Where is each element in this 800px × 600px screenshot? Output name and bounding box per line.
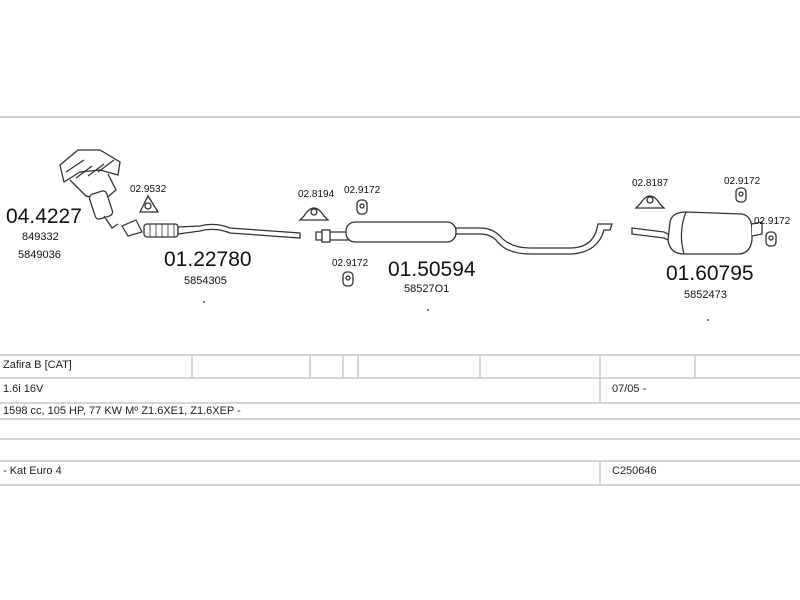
model-label: Zafira B [CAT] xyxy=(3,359,72,371)
fitting-number: 02.9172 xyxy=(754,216,791,227)
fitting-number: 02.8187 xyxy=(632,178,669,189)
catalog-code: C250646 xyxy=(612,465,657,477)
spec-table-grid xyxy=(0,354,800,486)
front-pipe-part[interactable] xyxy=(143,223,301,239)
catalyst-flange[interactable] xyxy=(121,219,143,237)
part-number: 04.4227 xyxy=(6,205,82,228)
part-number: 01.22780 xyxy=(164,248,252,271)
oe-number: 5849036 xyxy=(18,249,61,261)
gasket-icon[interactable] xyxy=(138,194,160,213)
fitting-number: 02.9172 xyxy=(332,258,369,269)
marker-dot xyxy=(707,319,709,321)
part-number: 01.60795 xyxy=(666,262,754,285)
marker-dot xyxy=(203,301,205,303)
oe-number: 5854305 xyxy=(184,275,227,287)
rubber-mount-icon[interactable] xyxy=(356,199,368,215)
oe-number: 849332 xyxy=(22,231,59,243)
clamp-icon[interactable] xyxy=(298,207,330,221)
period-label: 07/05 - xyxy=(612,383,647,395)
rubber-mount-icon[interactable] xyxy=(765,231,777,247)
rubber-mount-icon[interactable] xyxy=(342,271,354,287)
emission-note: - Kat Euro 4 xyxy=(3,465,62,477)
clamp-icon[interactable] xyxy=(634,195,666,209)
fitting-number: 02.9172 xyxy=(724,176,761,187)
oe-number: 58527O1 xyxy=(404,283,449,295)
rubber-mount-icon[interactable] xyxy=(735,187,747,203)
fitting-number: 02.9172 xyxy=(344,185,381,196)
manifold-catalyst-part[interactable] xyxy=(59,149,121,229)
oe-number: 5852473 xyxy=(684,289,727,301)
engine-label: 1.6i 16V xyxy=(3,383,44,395)
fitting-number: 02.8194 xyxy=(298,189,335,200)
middle-silencer-part[interactable] xyxy=(315,221,613,255)
marker-dot xyxy=(427,309,429,311)
part-number: 01.50594 xyxy=(388,258,476,281)
engine-spec-label: 1598 cc, 105 HP, 77 KW Mº Z1.6XE1, Z1.6X… xyxy=(3,405,241,417)
fitting-number: 02.9532 xyxy=(130,184,167,195)
rear-silencer-part[interactable] xyxy=(631,211,763,255)
